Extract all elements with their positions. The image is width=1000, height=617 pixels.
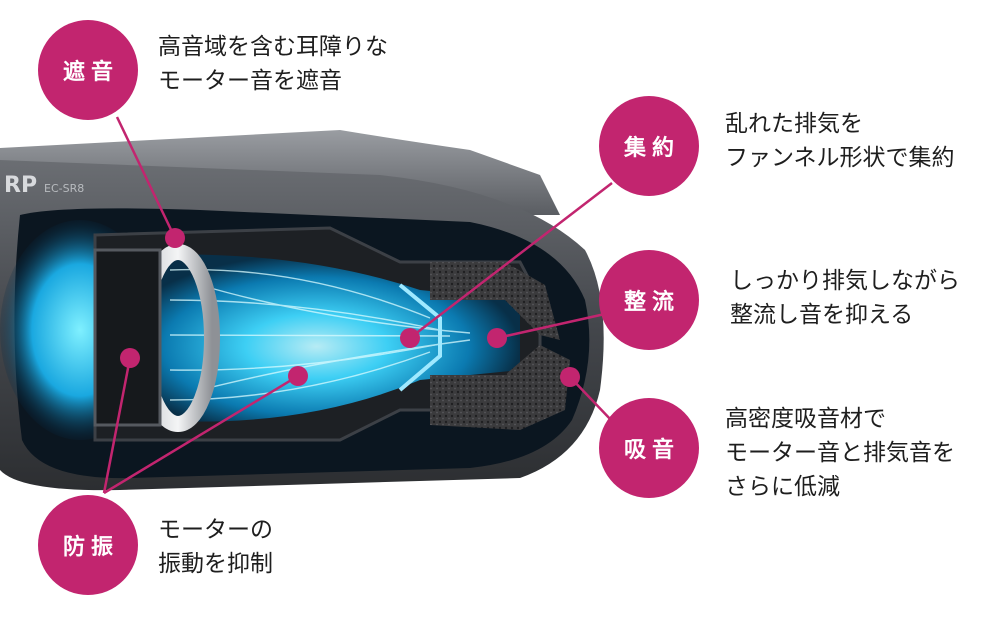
foam-lower: [430, 345, 570, 430]
desc-focus: 乱れた排気を ファンネル形状で集約: [725, 107, 955, 175]
badge-absorb: 吸音: [599, 398, 699, 498]
desc-rectify-line2: 整流し音を抑える: [730, 302, 914, 328]
desc-absorb-line1: 高密度吸音材で: [725, 406, 886, 432]
desc-absorb-line3: さらに低減: [725, 474, 840, 500]
leader-lines: [102, 116, 613, 495]
badge-rectify: 整流: [599, 250, 699, 350]
badge-soundproof: 遮音: [38, 20, 138, 120]
desc-soundproof-line1: 高音域を含む耳障りな: [158, 34, 388, 60]
brand-mark: RP: [4, 173, 37, 198]
desc-focus-line2: ファンネル形状で集約: [725, 145, 955, 171]
antivibration-mount: [93, 248, 162, 427]
desc-rectify-line1: しっかり排気しながら: [730, 268, 960, 294]
badge-focus: 集約: [599, 96, 699, 196]
model-mark: EC-SR8: [44, 182, 84, 195]
foam-upper: [430, 262, 560, 340]
desc-soundproof-line2: モーター音を遮音: [158, 68, 342, 94]
desc-soundproof: 高音域を含む耳障りな モーター音を遮音: [158, 30, 388, 98]
badge-antivibration: 防振: [38, 495, 138, 595]
desc-antivibration: モーターの 振動を抑制: [158, 513, 273, 581]
desc-rectify: しっかり排気しながら 整流し音を抑える: [730, 264, 960, 332]
desc-antivibration-line1: モーターの: [158, 517, 273, 543]
leader-dots: [120, 228, 580, 387]
desc-absorb: 高密度吸音材で モーター音と排気音を さらに低減: [725, 402, 955, 504]
desc-absorb-line2: モーター音と排気音を: [725, 440, 955, 466]
desc-focus-line1: 乱れた排気を: [725, 111, 863, 137]
exhaust-funnel: [398, 283, 442, 392]
desc-antivibration-line2: 振動を抑制: [158, 551, 273, 577]
